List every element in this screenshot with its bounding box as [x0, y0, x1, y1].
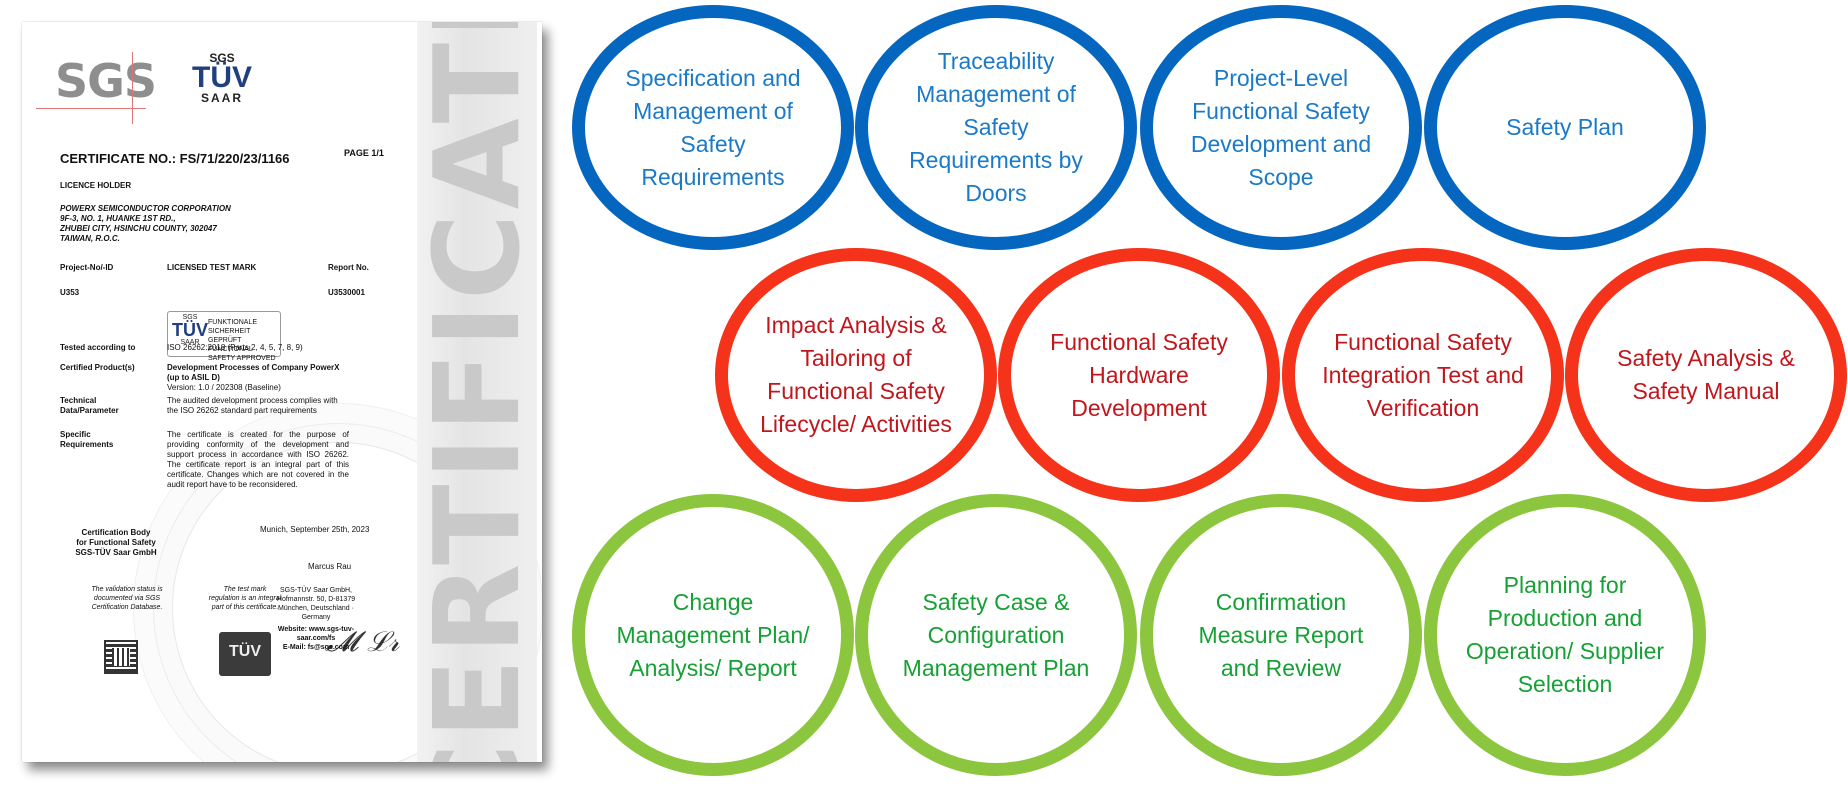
tuv-logo-bottom: SAAR: [200, 91, 243, 105]
certification-body: Certification Body for Functional Safety…: [66, 528, 166, 558]
certification-body-line: SGS-TÜV Saar GmbH: [75, 548, 157, 557]
circle-label: Specification and Management of Safety R…: [625, 64, 801, 190]
certification-body-line: Certification Body: [81, 528, 151, 537]
circle-blue: Specification and Management of Safety R…: [572, 5, 854, 250]
tuv-logo-top: SGS: [209, 51, 235, 65]
circle-label: Safety Case & Configuration Management P…: [902, 588, 1090, 681]
website-line: Website: www.sgs-tuv-saar.com/fs: [277, 626, 355, 642]
page-number: PAGE 1/1: [344, 148, 384, 158]
watermark-text: CERTIFICATE: [417, 22, 537, 762]
logo-rule-vertical: [132, 52, 133, 124]
certificate-number: CERTIFICATE NO.: FS/71/220/23/1166: [60, 151, 290, 166]
certificate-watermark: CERTIFICATE: [417, 22, 537, 762]
sgs-logo: SGS: [55, 54, 157, 108]
project-value: U353: [60, 288, 80, 297]
certification-body-line: for Functional Safety: [76, 538, 156, 547]
circle-label: Planning for Production and Operation/ S…: [1465, 572, 1665, 697]
signature: 𝓜 ℒ𝓇: [327, 625, 400, 658]
certified-product: Development Processes of Company PowerX: [167, 363, 340, 372]
circle-blue: Traceability Management of Safety Requir…: [855, 5, 1137, 250]
circle-label: Safety Plan: [1506, 114, 1624, 140]
test-mark-saar: SAAR: [180, 339, 200, 346]
holder-line: TAIWAN, R.O.C.: [60, 234, 120, 243]
circle-label: Functional Safety Integration Test and V…: [1322, 328, 1524, 421]
holder-line: 9F-3, NO. 1, HUANKE 1ST RD.,: [60, 214, 176, 223]
issue-date: Munich, September 25th, 2023: [260, 525, 370, 534]
circle-red: Functional Safety Integration Test and V…: [1282, 248, 1564, 502]
circle-green: Change Management Plan/ Analysis/ Report: [572, 494, 854, 776]
certified-value: Development Processes of Company PowerX …: [167, 363, 340, 393]
technical-value: The audited development process complies…: [167, 396, 338, 415]
specific-label: Specific Requirements: [60, 430, 113, 450]
holder-line: POWERX SEMICONDUCTOR CORPORATION: [60, 204, 231, 213]
circle-red: Impact Analysis & Tailoring of Functiona…: [715, 248, 997, 502]
test-mark-text-en: FUNCTIONAL SAFETY APPROVED: [208, 346, 276, 362]
certificate-document: CERTIFICATE SGS SGS TÜV SAAR CERTIFICATE…: [22, 22, 542, 762]
tuv-saar-logo: SGS TÜV SAAR: [192, 52, 252, 104]
logo-rule-horizontal: [36, 108, 146, 109]
circle-green: Safety Case & Configuration Management P…: [855, 494, 1137, 776]
circle-green: Planning for Production and Operation/ S…: [1424, 494, 1706, 776]
email-line: E-Mail: fs@sgs.com: [282, 644, 350, 651]
test-mark-text-de: FUNKTIONALE SICHERHEIT GEPRÜFT: [208, 319, 258, 344]
circle-blue: Project-Level Functional Safety Developm…: [1140, 5, 1422, 250]
test-mark-sgs: SGS: [182, 314, 198, 321]
tested-value: ISO 26262:2018 (Parts 2, 4, 5, 7, 8, 9): [167, 343, 303, 352]
mark-label: LICENSED TEST MARK: [167, 263, 257, 272]
tested-label: Tested according to: [60, 343, 136, 352]
licensed-test-mark: SGS TÜV SAAR FUNKTIONALE SICHERHEIT GEPR…: [167, 311, 281, 362]
technical-label-line: Data/Parameter: [60, 406, 119, 415]
holder-line: ZHUBEI CITY, HSINCHU COUNTY, 302047: [60, 224, 217, 233]
certified-version: Version: 1.0 / 202308 (Baseline): [167, 383, 281, 392]
circle-blue: Safety Plan: [1424, 5, 1706, 250]
technical-label: Technical Data/Parameter: [60, 396, 119, 416]
report-value: U3530001: [328, 288, 365, 297]
certified-label: Certified Product(s): [60, 363, 135, 372]
specific-value: The certificate is created for the purpo…: [167, 430, 349, 489]
tuv-seal: TÜV: [219, 632, 271, 676]
test-mark-text: FUNKTIONALE SICHERHEIT GEPRÜFT FUNCTIONA…: [208, 318, 278, 363]
certified-asil: (up to ASIL D): [167, 373, 220, 382]
technical-label-line: Technical: [60, 396, 97, 405]
specific-label-line: Requirements: [60, 440, 114, 449]
project-label: Project-No/-ID: [60, 263, 114, 272]
specific-label-line: Specific: [60, 430, 91, 439]
address-note: SGS-TÜV Saar GmbH, Hofmannstr. 50, D-813…: [266, 586, 366, 652]
validation-note: The validation status is documented via …: [91, 586, 163, 611]
qr-code: [104, 640, 138, 674]
circle-label: Confirmation Measure Report and Review: [1198, 588, 1364, 681]
circle-red: Functional Safety Hardware Development: [998, 248, 1280, 502]
signer-name: Marcus Rau: [308, 562, 352, 571]
seal-text: TÜV: [229, 643, 261, 660]
circle-label: Change Management Plan/ Analysis/ Report: [616, 588, 810, 681]
report-label: Report No.: [328, 263, 369, 272]
test-mark-logo: SGS TÜV SAAR: [172, 314, 208, 347]
circle-green: Confirmation Measure Report and Review: [1140, 494, 1422, 776]
regulation-note: The test mark regulation is an integral …: [208, 586, 282, 611]
circle-red: Safety Analysis & Safety Manual: [1565, 248, 1847, 502]
licence-holder-label: LICENCE HOLDER: [60, 181, 132, 190]
circle-label: Project-Level Functional Safety Developm…: [1190, 64, 1372, 190]
tuv-logo-mid: TÜV: [192, 61, 252, 94]
test-mark-tuv: TÜV: [172, 320, 208, 340]
circle-label: Safety Analysis & Safety Manual: [1617, 345, 1795, 404]
circle-label: Impact Analysis & Tailoring of Functiona…: [760, 312, 952, 437]
address-line: SGS-TÜV Saar GmbH, Hofmannstr. 50, D-813…: [276, 587, 356, 621]
circle-label: Functional Safety Hardware Development: [1050, 328, 1228, 421]
holder-address: POWERX SEMICONDUCTOR CORPORATION 9F-3, N…: [60, 204, 231, 244]
circle-label: Traceability Management of Safety Requir…: [909, 48, 1083, 206]
